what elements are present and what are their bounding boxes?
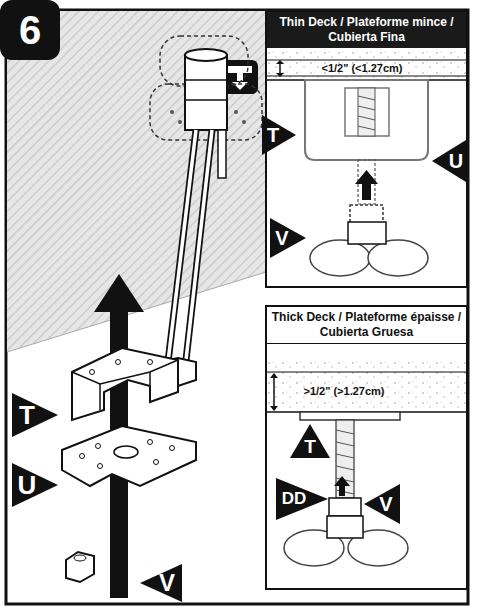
callout-letter: T <box>12 400 42 430</box>
callout-letter: DD <box>276 487 312 511</box>
inset-panel: Thick Deck / Plateforme épaisse / Cubier… <box>265 305 468 590</box>
callout-letter: U <box>12 470 42 500</box>
callout-letter: T <box>262 122 284 148</box>
panel-heading: Thin Deck / Plateforme mince / Cubierta … <box>267 12 466 48</box>
dimension-label: <1/2" (<1.27cm) <box>292 61 432 75</box>
panel-heading: Thick Deck / Plateforme épaisse / Cubier… <box>267 307 466 344</box>
callout-letter: V <box>270 225 294 251</box>
callout-letter: T <box>296 436 324 458</box>
inset-panel: Thin Deck / Plateforme mince / Cubierta … <box>265 10 468 288</box>
dimension-label: >1/2" (>1.27cm) <box>284 384 404 398</box>
callout-letter: V <box>153 569 181 597</box>
step-number: 6 <box>0 0 60 60</box>
callout-letter: U <box>446 148 466 174</box>
callout-letter: V <box>374 491 398 517</box>
